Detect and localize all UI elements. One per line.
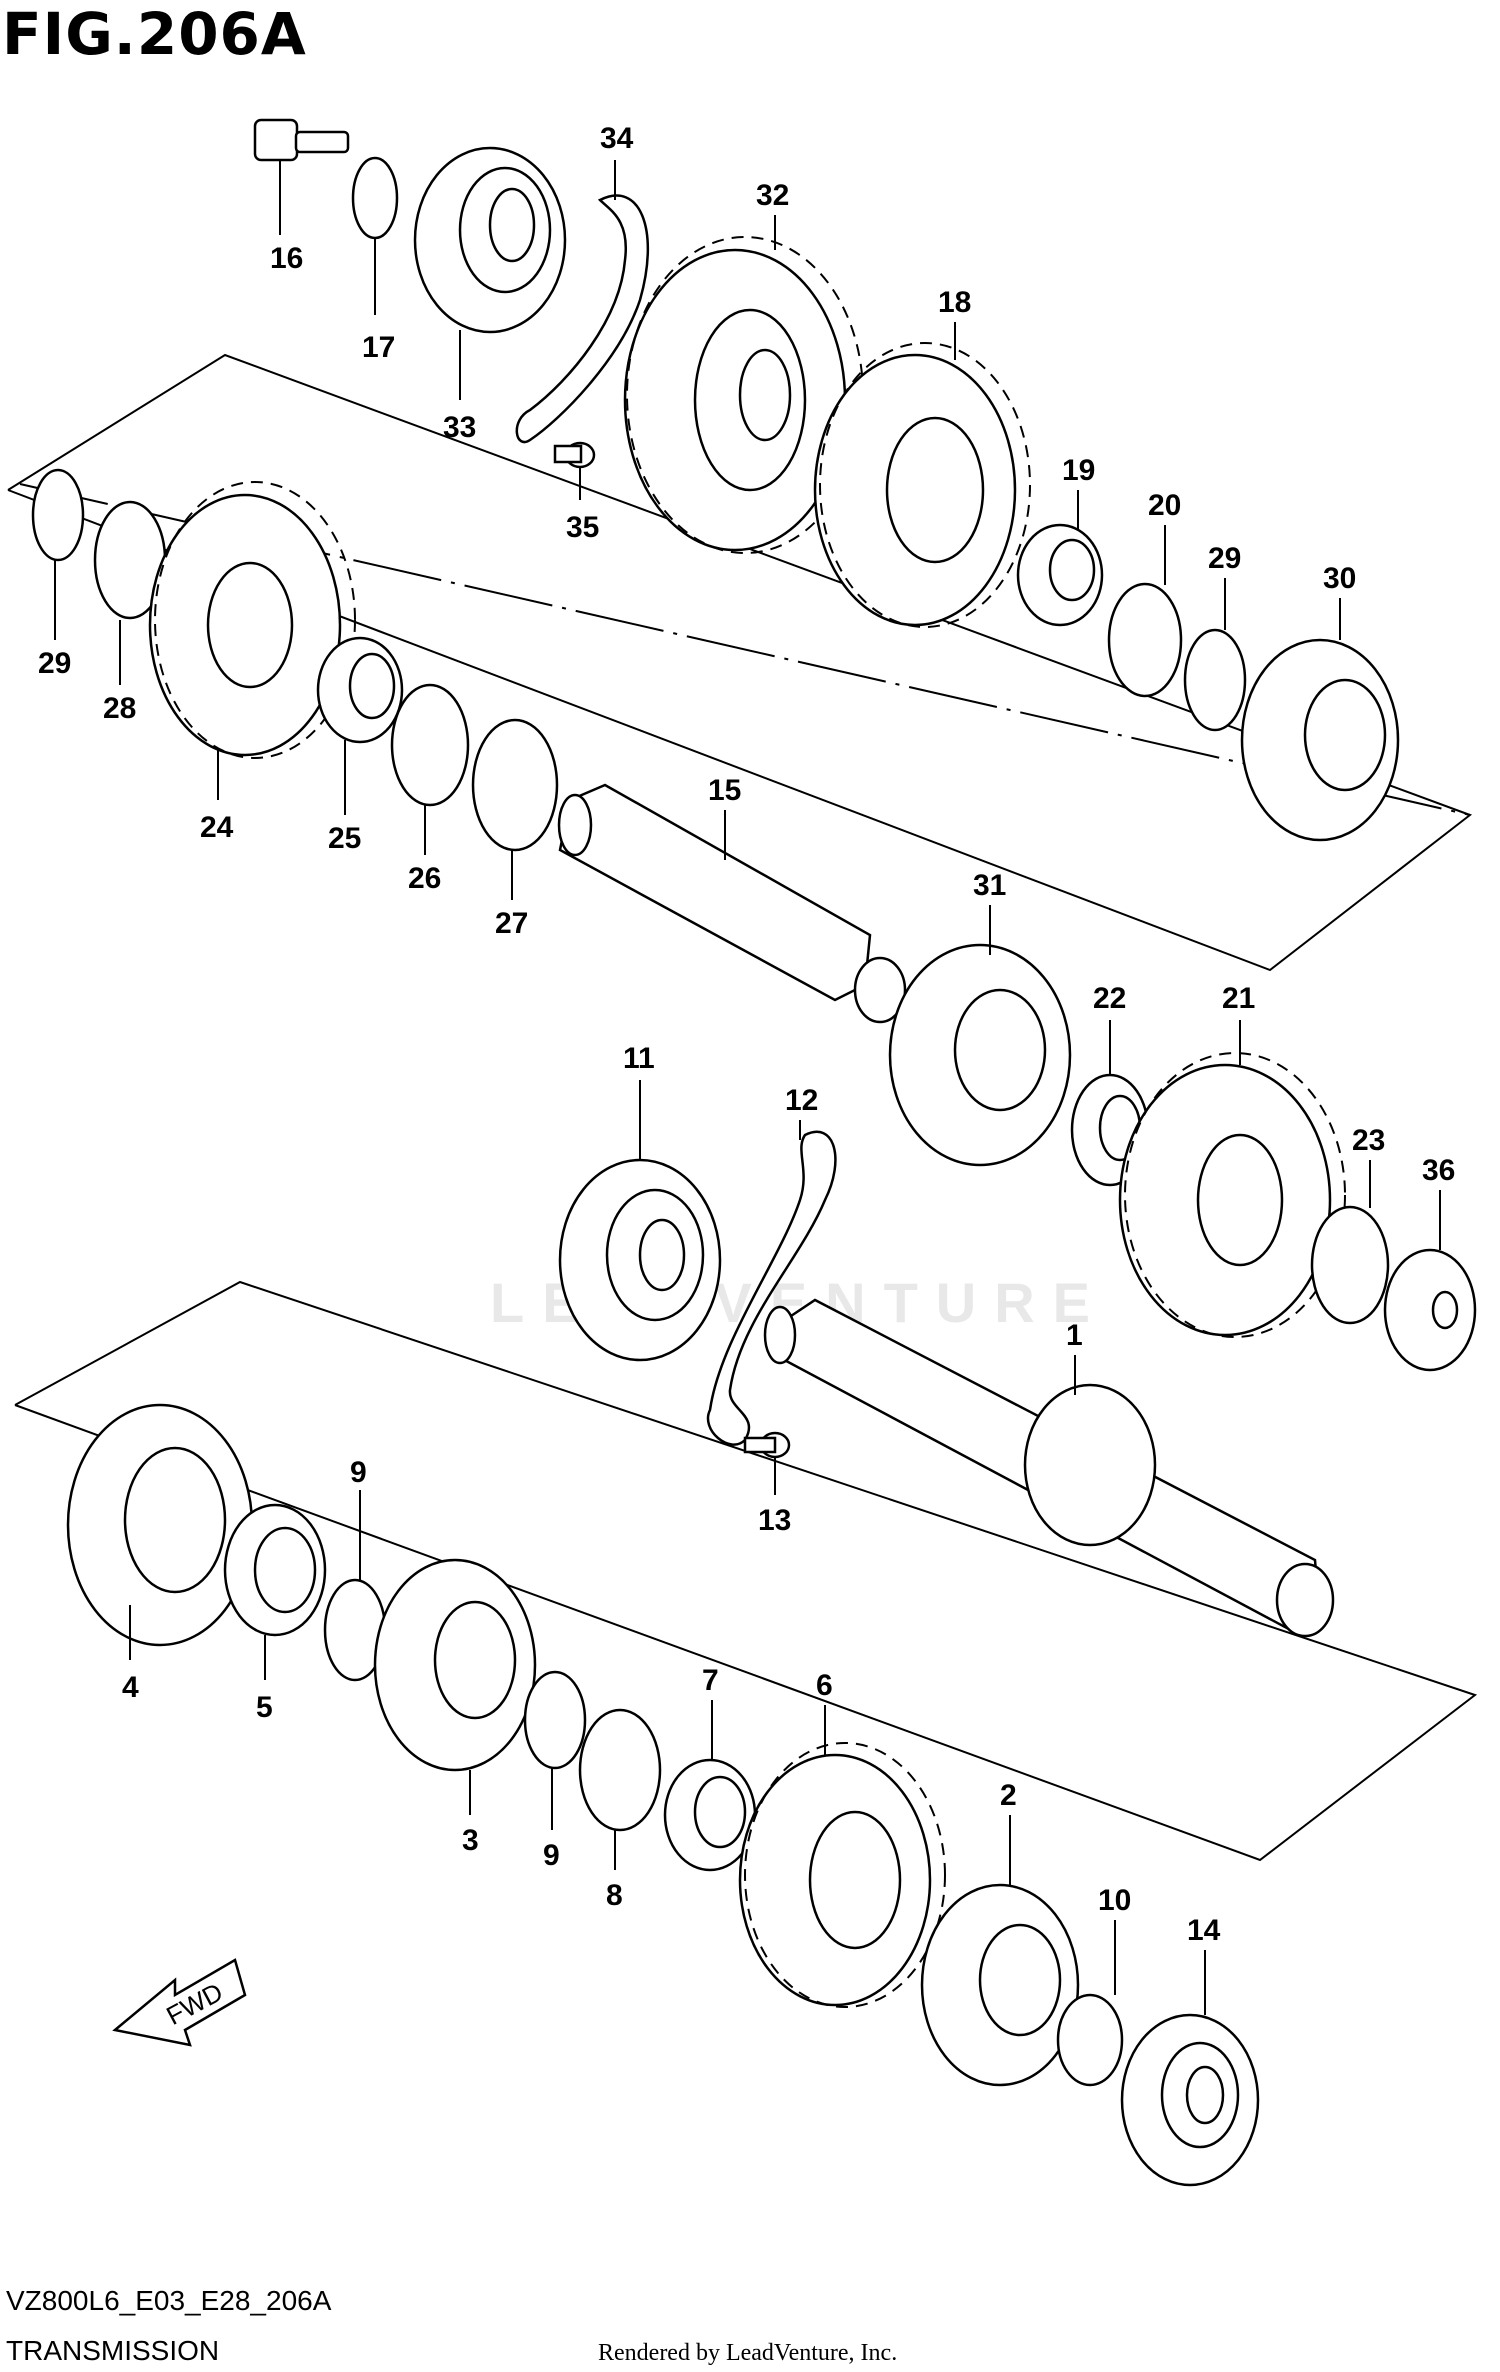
washer-26[interactable] xyxy=(390,683,470,807)
callout-29-right: 29 xyxy=(1208,542,1241,575)
callout-18: 18 xyxy=(938,286,971,319)
washer-27[interactable] xyxy=(471,718,559,852)
callout-4: 4 xyxy=(122,1671,139,1704)
callout-33: 33 xyxy=(443,411,476,444)
callout-17: 17 xyxy=(362,331,395,364)
callout-32: 32 xyxy=(756,179,789,212)
callout-7: 7 xyxy=(702,1664,719,1697)
gear-30[interactable] xyxy=(1240,638,1400,842)
screw-35[interactable] xyxy=(553,441,596,469)
bushing-5[interactable] xyxy=(223,1503,327,1637)
washer-20[interactable] xyxy=(1107,582,1183,698)
screw-13[interactable] xyxy=(743,1431,791,1459)
callout-30: 30 xyxy=(1323,562,1356,595)
gear-31[interactable] xyxy=(888,943,1072,1167)
callout-3: 3 xyxy=(462,1824,479,1857)
washer-23[interactable] xyxy=(1310,1205,1390,1325)
callout-10: 10 xyxy=(1098,1884,1131,1917)
bushing-25[interactable] xyxy=(316,636,404,744)
circlip-29-right[interactable] xyxy=(1183,628,1247,732)
countershaft-15[interactable] xyxy=(557,783,907,1024)
render-credit: Rendered by LeadVenture, Inc. xyxy=(598,2340,898,2366)
gear-6[interactable] xyxy=(738,1742,946,2008)
callout-27: 27 xyxy=(495,907,528,940)
gear-3[interactable] xyxy=(373,1558,537,1772)
circlip-10[interactable] xyxy=(1056,1993,1124,2087)
gear-24[interactable] xyxy=(148,481,356,759)
callout-8: 8 xyxy=(606,1879,623,1912)
bearing-14[interactable] xyxy=(1120,2013,1260,2187)
callout-20: 20 xyxy=(1148,489,1181,522)
washer-17[interactable] xyxy=(351,156,399,240)
leader-lines xyxy=(54,160,1441,2015)
bearing-11[interactable] xyxy=(558,1158,722,1362)
callout-34: 34 xyxy=(600,122,634,155)
bushing-7[interactable] xyxy=(663,1758,757,1872)
bearing-33[interactable] xyxy=(413,146,567,334)
bearing-36[interactable] xyxy=(1383,1248,1477,1372)
washer-8[interactable] xyxy=(578,1708,662,1832)
callout-9-lower: 9 xyxy=(543,1839,560,1872)
retainer-34[interactable] xyxy=(515,194,650,444)
model-code: VZ800L6_E03_E28_206A xyxy=(6,2285,332,2316)
callout-12: 12 xyxy=(785,1084,818,1117)
callout-13: 13 xyxy=(758,1504,791,1537)
callout-31: 31 xyxy=(973,869,1006,902)
callout-1: 1 xyxy=(1066,1319,1083,1352)
retainer-12[interactable] xyxy=(706,1130,837,1446)
callout-6: 6 xyxy=(816,1669,833,1702)
callout-36: 36 xyxy=(1422,1154,1455,1187)
callout-26: 26 xyxy=(408,862,441,895)
bolt-16[interactable] xyxy=(253,118,350,162)
bushing-19[interactable] xyxy=(1016,523,1104,627)
lower-assembly-outline xyxy=(14,1280,1478,1862)
gear-21[interactable] xyxy=(1118,1052,1346,1338)
callout-9-upper: 9 xyxy=(350,1456,367,1489)
gear-2[interactable] xyxy=(920,1883,1080,2087)
circlip-9-lower[interactable] xyxy=(523,1670,587,1770)
callout-24: 24 xyxy=(200,811,234,844)
callout-21: 21 xyxy=(1222,982,1255,1015)
figure-title: FIG.206A xyxy=(2,0,307,68)
fwd-arrow: FWD xyxy=(112,1958,247,2047)
gear-4[interactable] xyxy=(66,1403,254,1647)
callout-11: 11 xyxy=(623,1042,655,1075)
callout-14: 14 xyxy=(1187,1914,1221,1947)
gear-18[interactable] xyxy=(813,342,1031,628)
callout-16: 16 xyxy=(270,242,303,275)
callout-25: 25 xyxy=(328,822,361,855)
callout-22: 22 xyxy=(1093,982,1126,1015)
main-shaft-1[interactable] xyxy=(763,1298,1335,1638)
callout-5: 5 xyxy=(256,1691,273,1724)
callout-19: 19 xyxy=(1062,454,1095,487)
callout-2: 2 xyxy=(1000,1779,1017,1812)
section-name: TRANSMISSION xyxy=(6,2335,220,2366)
callout-15: 15 xyxy=(708,774,741,807)
callout-23: 23 xyxy=(1352,1124,1385,1157)
callout-28: 28 xyxy=(103,692,136,725)
circlip-29-left[interactable] xyxy=(31,468,85,562)
callout-35: 35 xyxy=(566,511,599,544)
callout-29-left: 29 xyxy=(38,647,71,680)
